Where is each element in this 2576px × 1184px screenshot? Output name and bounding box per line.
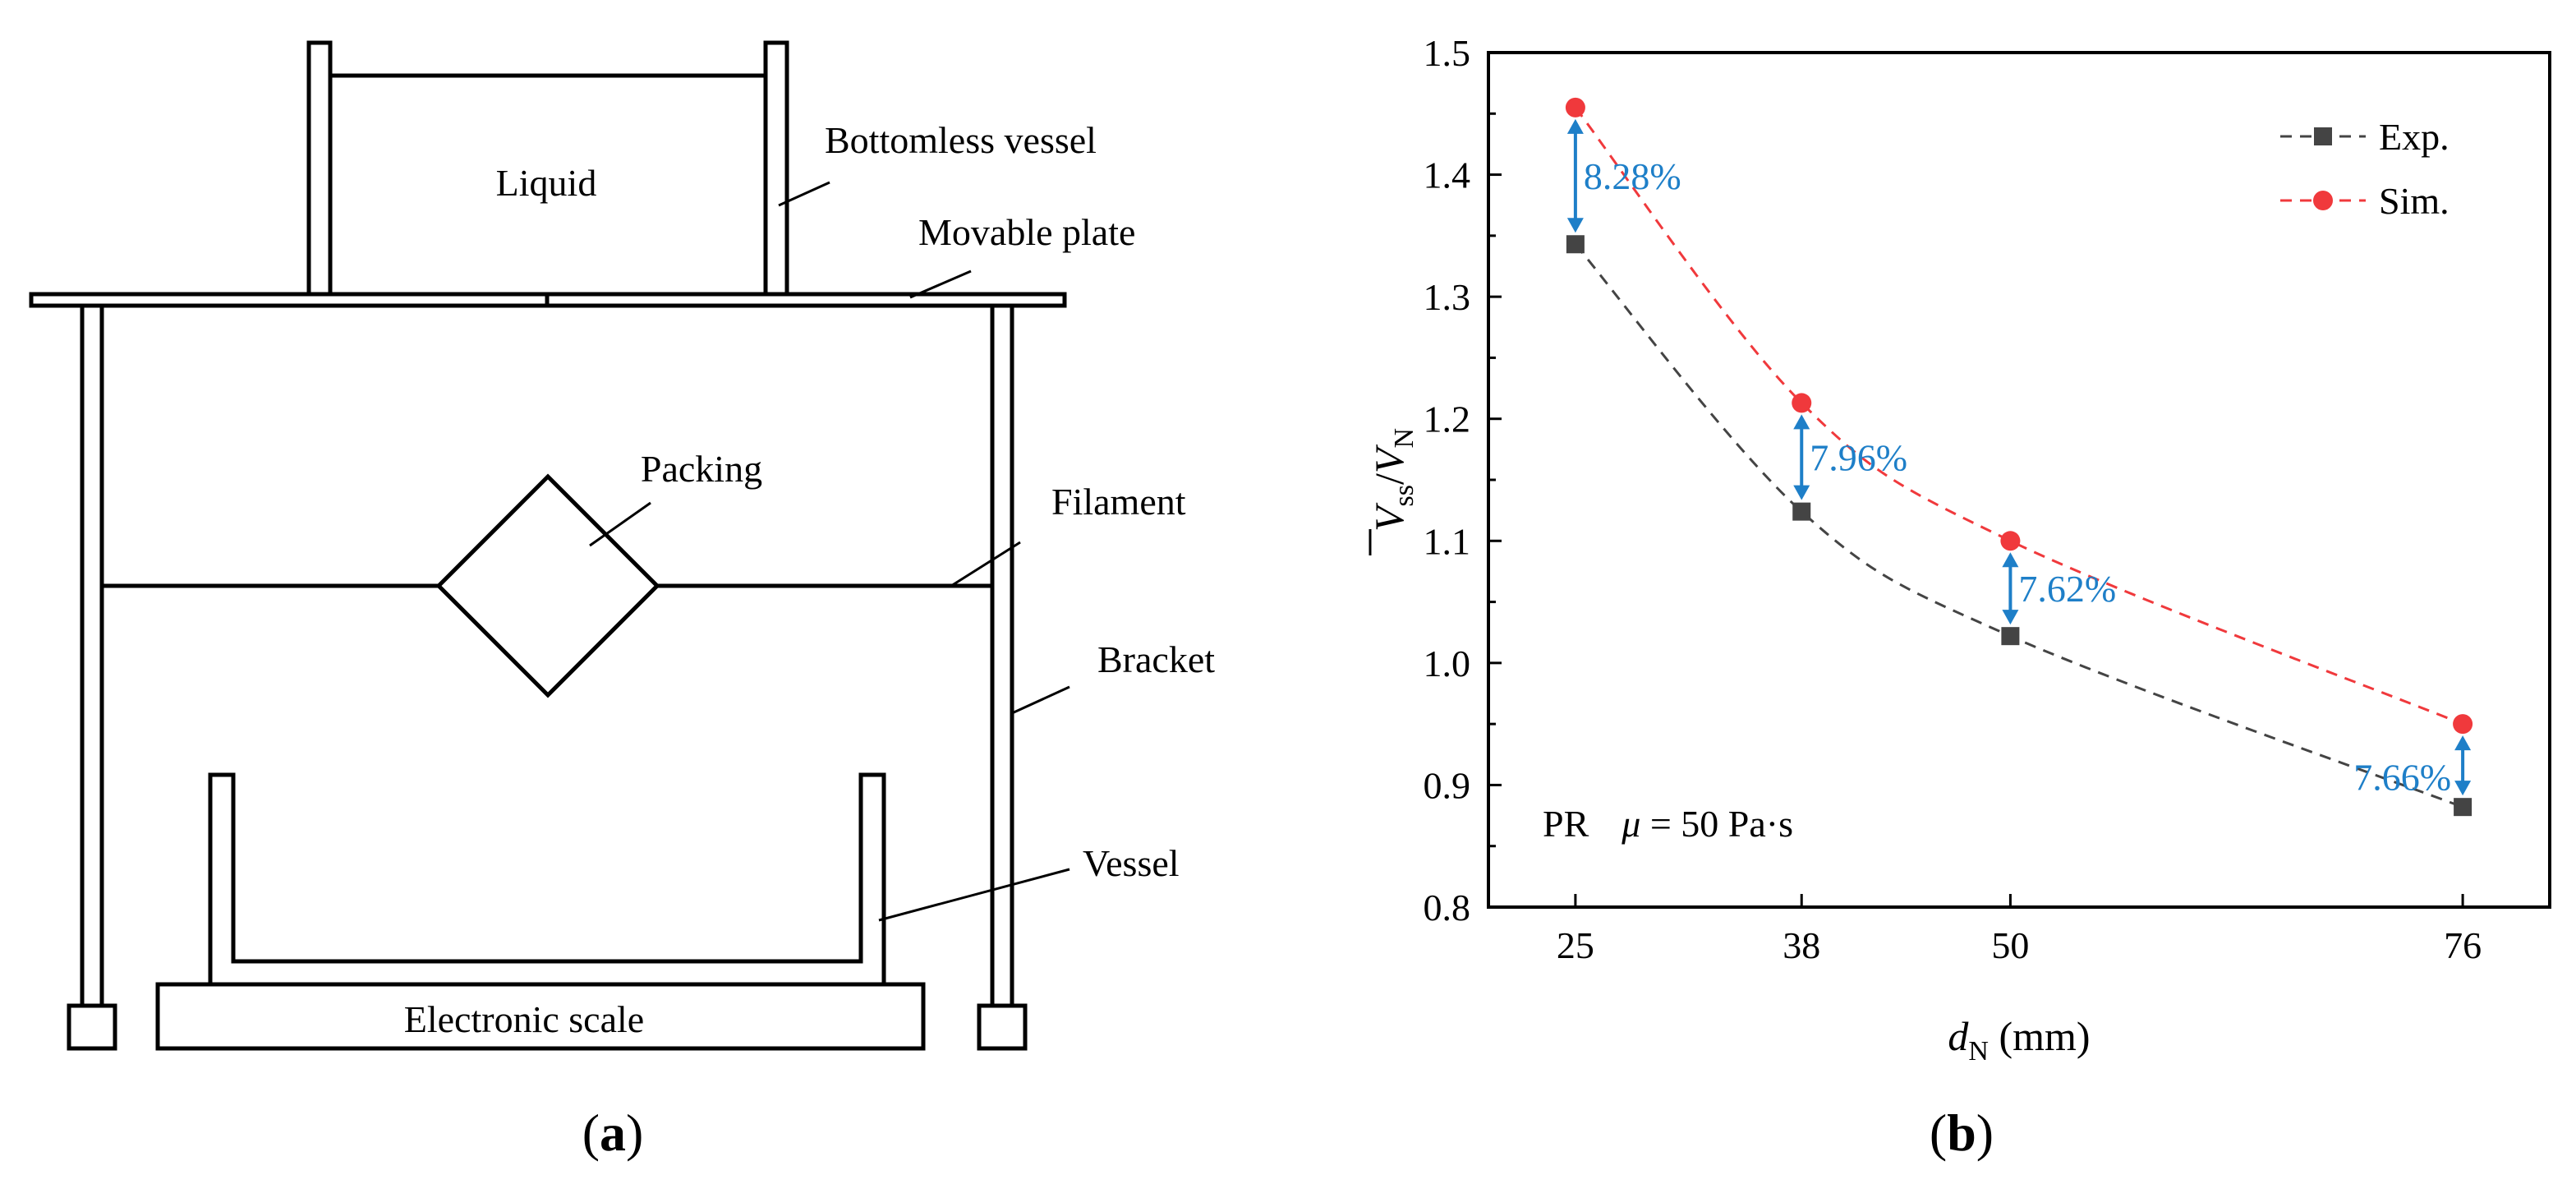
difference-arrowhead-up [1793,414,1810,430]
label-bracket: Bracket [1097,638,1215,680]
difference-arrowhead-up [1566,118,1584,134]
y-tick-label: 1.4 [1424,154,1471,196]
label-liquid: Liquid [496,162,597,204]
x-tick-label: 25 [1557,924,1594,966]
legend-exp-marker [2314,127,2332,145]
point-exp [1792,502,1811,521]
x-axis-ticks: 25 38 50 76 [1557,894,2482,966]
legend-sim-label: Sim. [2379,180,2450,222]
difference-arrowhead-down [2454,781,2472,796]
label-packing: Packing [641,448,762,490]
leader-packing [589,501,651,547]
difference-arrowhead-down [1566,218,1584,233]
x-axis-title: dN (mm) [1948,1013,2090,1067]
x-tick-label: 38 [1782,924,1820,966]
panel-b-chart: 0.8 0.9 1.0 1.1 1.2 1.3 1.4 1.5 25 38 50 76 8.28% 7… [1366,32,2551,1162]
legend-exp-label: Exp. [2379,116,2450,158]
bracket-right-leg [990,303,1014,1008]
legend: Exp. Sim. [2280,116,2450,222]
electronic-scale [155,982,926,1051]
y-tick-label: 0.8 [1424,887,1471,928]
y-tick-label: 1.0 [1424,643,1471,684]
y-tick-label: 1.3 [1424,276,1471,318]
series-line-sim [1574,106,2463,726]
series-line-exp [1574,243,2463,809]
bracket-left-foot [67,1003,117,1051]
x-tick-label: 50 [1991,924,2029,966]
svg-text:Vss/VN: Vss/VN [1366,428,1419,532]
point-sim [1565,97,1585,117]
leader-filament [950,541,1021,587]
difference-label: 7.96% [1810,437,1907,479]
y-tick-label: 1.1 [1424,520,1471,562]
difference-label: 8.28% [1584,155,1681,197]
x-tick-label: 76 [2444,924,2482,966]
difference-arrowhead-down [2002,610,2019,625]
panel-a-labels: Liquid Bottomless vessel Movable plate P… [404,119,1215,1162]
y-axis-ticks: 0.8 0.9 1.0 1.1 1.2 1.3 1.4 1.5 [1424,32,1502,928]
y-axis-title: Vss/VN [1366,428,1419,555]
leader-bracket [1011,685,1070,715]
difference-arrowhead-down [1793,485,1810,500]
bracket-right-foot [977,1003,1028,1051]
label-bottomless-vessel: Bottomless vessel [825,119,1097,161]
difference-arrows: 8.28% 7.96% 7.62% 7.66% [1566,118,2472,799]
difference-label: 7.62% [2018,568,2116,610]
bottomless-vessel-right-wall [763,40,789,297]
leader-movable-plate [909,270,972,299]
y-tick-label: 0.9 [1424,764,1471,806]
y-tick-label: 1.5 [1424,32,1471,74]
leader-bottomless-vessel [778,181,830,207]
point-sim [2453,714,2473,735]
panel-a-label: (a) [582,1103,644,1162]
y-tick-label: 1.2 [1424,399,1471,440]
difference-label: 7.66% [2353,757,2451,799]
point-exp [1566,235,1585,254]
bottomless-vessel-left-wall [306,40,333,297]
panel-a-schematic [29,40,1070,1051]
leader-vessel [878,868,1070,922]
point-sim [2000,531,2021,551]
point-exp [2001,627,2020,646]
difference-arrowhead-up [2454,735,2472,751]
bracket-left-leg [80,303,104,1008]
label-movable-plate: Movable plate [918,211,1135,253]
packing-diamond [435,473,660,698]
panel-b-label: (b) [1930,1103,1994,1162]
point-exp [2454,798,2472,817]
label-electronic-scale: Electronic scale [404,998,644,1040]
label-vessel: Vessel [1083,842,1180,884]
legend-sim-marker [2313,191,2333,210]
difference-arrowhead-up [2002,552,2019,568]
data-series [1565,97,2473,817]
label-filament: Filament [1051,481,1186,523]
point-sim [1792,393,1812,413]
collecting-vessel [208,772,886,987]
